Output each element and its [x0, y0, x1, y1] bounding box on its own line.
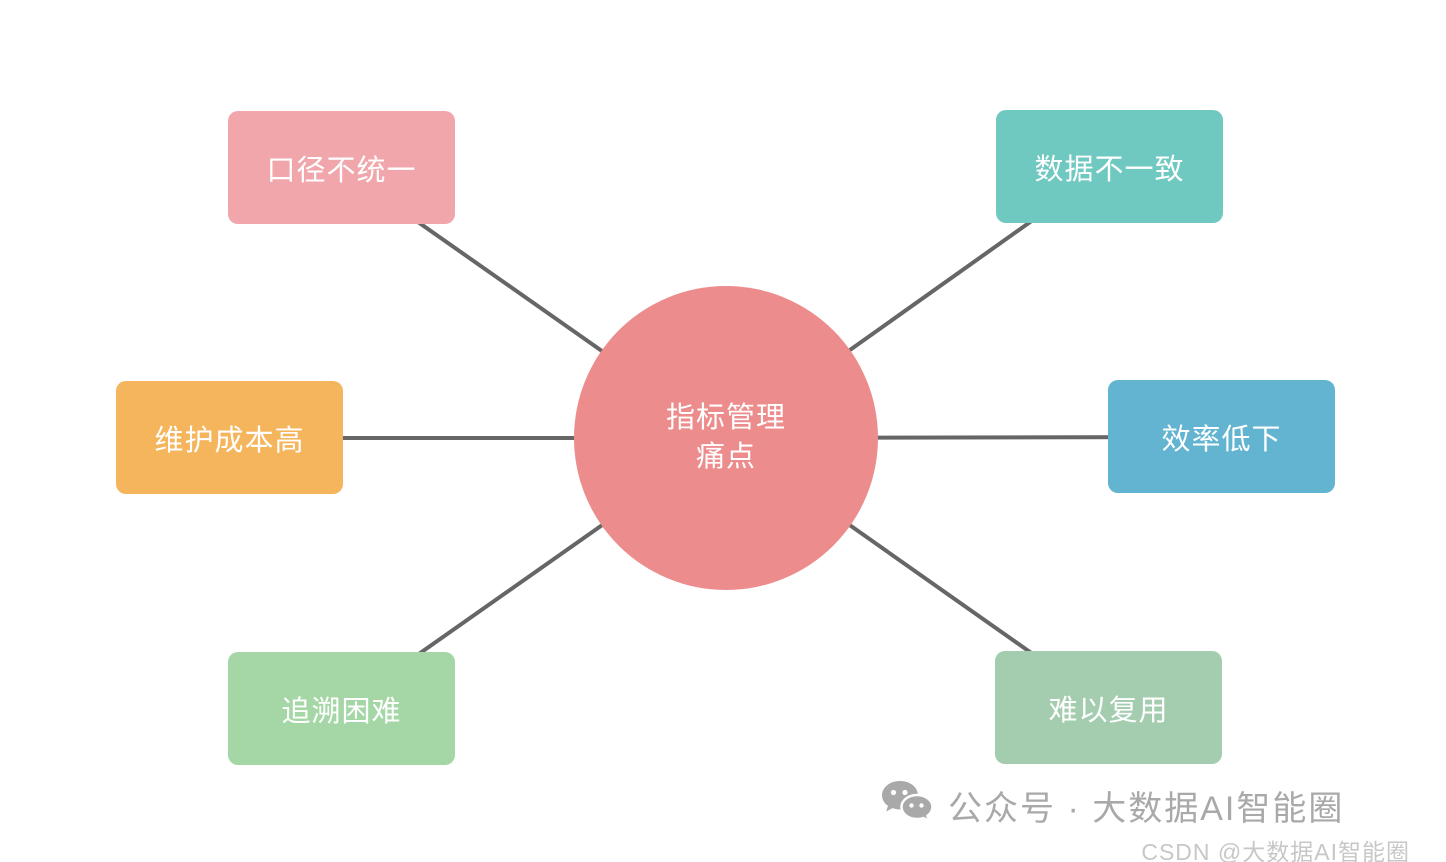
node-label: 维护成本高: [154, 424, 305, 457]
node-label: 难以复用: [1048, 694, 1169, 727]
node-label: 口径不统一: [266, 154, 417, 187]
node-low-efficiency: 效率低下: [1108, 380, 1335, 493]
node-hard-to-reuse: 难以复用: [995, 651, 1222, 764]
node-label: 效率低下: [1161, 423, 1282, 456]
csdn-watermark-label: CSDN @大数据AI智能圈: [1141, 839, 1410, 862]
center-topic-circle: 指标管理 痛点: [574, 286, 878, 590]
node-caliber-inconsistent: 口径不统一: [228, 111, 455, 224]
node-maintenance-cost: 维护成本高: [116, 381, 343, 494]
center-topic-line1: 指标管理: [665, 401, 786, 434]
center-topic-line2: 痛点: [695, 441, 756, 473]
node-data-inconsistent: 数据不一致: [996, 110, 1223, 223]
node-label: 追溯困难: [281, 695, 402, 728]
node-hard-to-trace: 追溯困难: [228, 652, 455, 765]
watermark: 公众号 · 大数据AI智能圈 CSDN @大数据AI智能圈: [880, 779, 1410, 862]
node-label: 数据不一致: [1034, 153, 1185, 186]
wechat-icon: [882, 781, 934, 824]
wechat-account-label: 公众号 · 大数据AI智能圈: [948, 789, 1345, 828]
